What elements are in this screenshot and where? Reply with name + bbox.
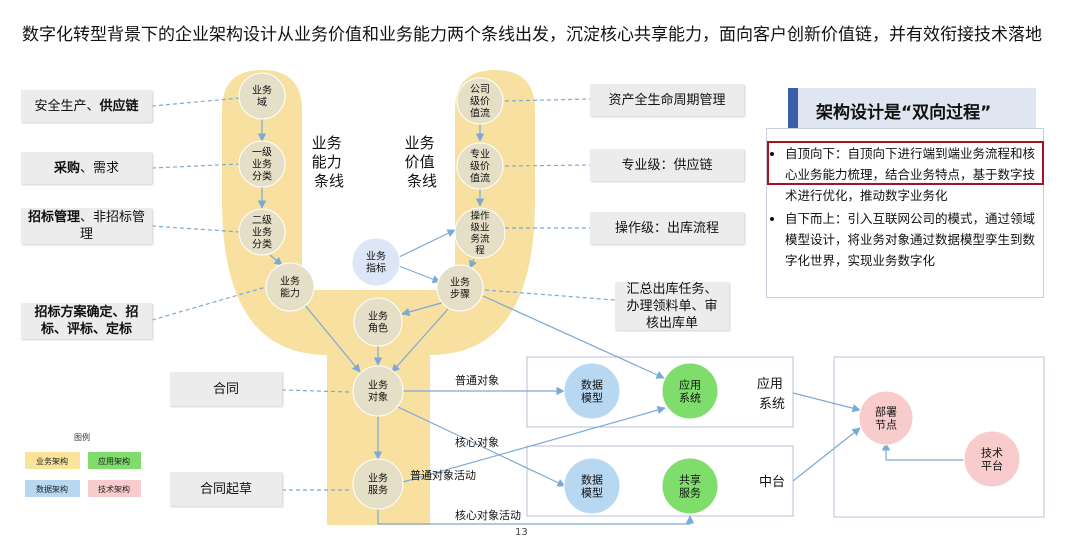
panel-item-top-down: 自顶向下：自顶向下进行端到端业务流程和核心业务能力梳理，结合业务特点，基于数字技… [785, 143, 1035, 206]
svg-text:数据模型: 数据模型 [581, 472, 603, 499]
page-number: 13 [515, 527, 528, 538]
legend-label-technology: 技术架构 [98, 484, 130, 494]
leader-domain [151, 97, 241, 107]
edge-ability-object [303, 303, 361, 373]
app-system-frame [526, 356, 794, 428]
side-box-procurement: 采购、需求 [21, 152, 152, 184]
legend-label-business: 业务架构 [36, 456, 68, 466]
leader-company [504, 98, 591, 102]
node-op: 操作级业务流程 [454, 207, 506, 259]
edge-service-app [402, 406, 666, 483]
legend-label-application: 应用架构 [98, 456, 130, 466]
panel-heading-text: 架构设计是“双向过程” [816, 102, 992, 123]
edge-label-normal-activity: 普通对象活动 [410, 468, 476, 482]
legend-title: 图例 [74, 432, 90, 442]
edge-label-core-activity: 核心对象活动 [455, 508, 521, 522]
svg-text:业务步骤: 业务步骤 [450, 276, 470, 301]
legend-label-data: 数据架构 [36, 484, 68, 494]
svg-text:二级业务分类: 二级业务分类 [252, 215, 272, 251]
svg-text:业务指标: 业务指标 [366, 250, 386, 275]
node-prof: 专业级价值流 [456, 142, 504, 190]
side-box-bidding: 招标管理、非招标管理 [21, 208, 152, 244]
side-box-op-outbound: 操作级：出库流程 [590, 212, 744, 244]
node-tech: 技术平台 [963, 430, 1021, 488]
node-company: 公司级价值流 [456, 77, 504, 125]
edge-indicator-op [398, 229, 456, 258]
svg-text:业务能力: 业务能力 [280, 275, 300, 300]
panel-item-bottom-up: 自下而上：引入互联网公司的模式，通过领域模型设计，将业务对象通过数据模型孪生到数… [785, 208, 1035, 271]
left-branch-label: 业务 能力 条线 [312, 134, 347, 190]
panel-accent-bar [788, 88, 798, 132]
legend-swatch-business [25, 452, 80, 469]
node-dm1: 数据模型 [563, 362, 621, 420]
node-object: 业务对象 [352, 365, 404, 417]
edge-l2-ability [269, 254, 283, 266]
node-step: 业务步骤 [436, 264, 484, 312]
svg-text:业务对象: 业务对象 [368, 379, 388, 404]
edge-op-step [469, 258, 477, 269]
business-architecture-band [222, 70, 535, 525]
node-deploy: 部署节点 [858, 390, 914, 446]
legend-swatch-application [88, 452, 141, 469]
side-box-contract-draft: 合同起草 [170, 472, 282, 506]
svg-text:业务域: 业务域 [252, 84, 272, 109]
leader-l2 [151, 225, 241, 233]
edge-step-object [391, 308, 449, 373]
page-title: 数字化转型背景下的企业架构设计从业务价值和业务能力两个条线出发，沉淀核心共享能力… [22, 25, 1042, 45]
svg-text:技术平台: 技术平台 [981, 446, 1003, 472]
leader-prof [504, 164, 591, 167]
node-app: 应用系统 [661, 362, 719, 420]
svg-text:一级业务分类: 一级业务分类 [252, 147, 272, 183]
node-shared: 共享服务 [661, 457, 719, 515]
edge-object-dm2 [397, 406, 566, 487]
side-box-bidding-process: 招标方案确定、招标、评标、定标 [21, 303, 152, 339]
svg-text:数据模型: 数据模型 [581, 377, 603, 404]
svg-text:共享服务: 共享服务 [679, 472, 701, 499]
node-indicator: 业务指标 [351, 237, 401, 287]
svg-text:操作级业务流程: 操作级业务流程 [470, 210, 490, 256]
svg-text:公司级价值流: 公司级价值流 [470, 85, 490, 120]
edge-service-shared [377, 508, 695, 525]
middle-platform-label: 中台 [759, 475, 785, 490]
svg-text:部署节点: 部署节点 [875, 404, 897, 431]
svg-text:业务服务: 业务服务 [368, 472, 388, 497]
legend: 图例 业务架构 应用架构 数据架构 技术架构 [25, 432, 141, 497]
side-box-safety-supply: 安全生产、供应链 [21, 90, 152, 122]
edge-middle-deploy [792, 427, 861, 482]
node-l1: 一级业务分类 [238, 140, 286, 188]
svg-text:应用系统: 应用系统 [679, 377, 701, 404]
side-box-prof-supply: 专业级：供应链 [590, 149, 744, 181]
node-l2: 二级业务分类 [238, 208, 286, 256]
leader-ability [151, 286, 267, 321]
node-ability: 业务能力 [265, 262, 315, 312]
legend-swatch-technology [88, 480, 141, 497]
side-box-contract: 合同 [170, 372, 282, 406]
edge-label-normal-object: 普通对象 [455, 373, 499, 387]
right-branch-label: 业务 价值 条线 [405, 134, 440, 190]
edge-tech-deploy [881, 442, 966, 461]
leader-l1 [151, 163, 241, 169]
svg-text:业务角色: 业务角色 [368, 310, 388, 335]
side-box-asset-lifecycle: 资产全生命周期管理 [590, 84, 744, 116]
node-domain: 业务域 [238, 72, 286, 120]
edge-label-core-object: 核心对象 [455, 435, 499, 449]
side-box-outbound-tasks: 汇总出库任务、办理领料单、审核出库单 [615, 282, 729, 331]
technology-frame [833, 356, 1045, 518]
legend-swatch-data [25, 480, 80, 497]
app-system-label: 应用 系统 [757, 376, 787, 412]
leader-contract [281, 389, 351, 393]
svg-text:专业级价值流: 专业级价值流 [470, 148, 490, 185]
node-service: 业务服务 [352, 458, 404, 510]
edge-indicator-step [398, 265, 441, 284]
highlight-box [767, 141, 1044, 185]
node-role: 业务角色 [353, 297, 403, 347]
edge-appframe-deploy [792, 392, 861, 413]
explanation-panel: 自顶向下：自顶向下进行端到端业务流程和核心业务能力梳理，结合业务特点，基于数字技… [766, 128, 1044, 298]
edge-step-app [482, 295, 665, 379]
leader-step [484, 289, 616, 301]
panel-heading: 架构设计是“双向过程” [788, 88, 1036, 132]
node-dm2: 数据模型 [563, 457, 621, 515]
